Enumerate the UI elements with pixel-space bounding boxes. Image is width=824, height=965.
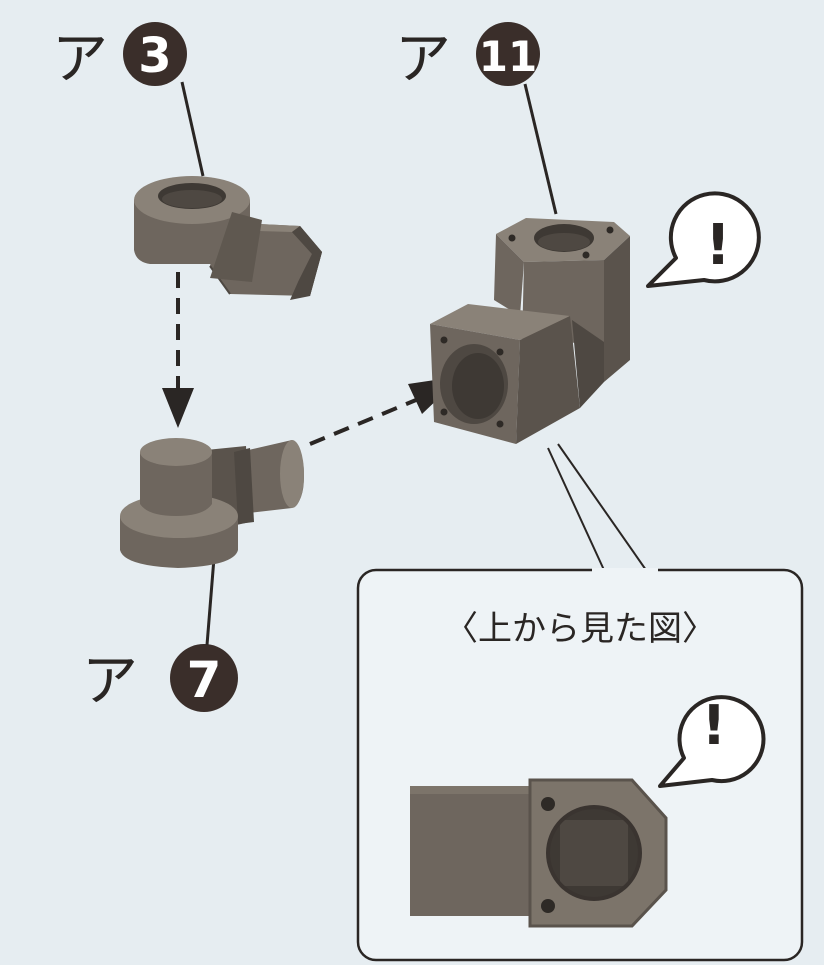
part-number: 11 [479,32,537,81]
warning-mark: ! [705,213,731,278]
part-label-prefix: ア [82,649,138,714]
part-number-badge [170,644,238,712]
part-number: 7 [187,651,222,709]
inset-title: 〈上から見た図〉 [444,609,716,649]
top-view-drawing [410,778,668,928]
assembly-arrow-diagonal [309,398,417,446]
warning-mark: ! [702,694,727,757]
part-label-a3: ア 3 [52,22,187,92]
leader-line-a7 [205,557,216,646]
part-label-a11: ア 11 [395,22,540,92]
part-number: 3 [138,28,171,84]
warning-bubble-inset: ! [658,694,766,788]
part-a7 [120,438,304,568]
leader-line-a3 [180,81,205,177]
top-view-inset: 〈上から見た図〉 ! [356,568,804,962]
inset-callout-line [547,447,605,571]
part-number-badge [123,22,187,86]
part-label-prefix: ア [52,27,108,92]
part-number-badge [476,22,540,86]
part-a3 [134,176,322,300]
leader-line-a11 [523,83,558,215]
part-a11 [430,218,630,444]
inset-callout-line [557,443,647,571]
arrowhead-down [162,388,194,428]
part-label-prefix: ア [395,27,451,92]
warning-bubble-main: ! [646,191,761,288]
part-label-a7: ア 7 [82,644,238,714]
